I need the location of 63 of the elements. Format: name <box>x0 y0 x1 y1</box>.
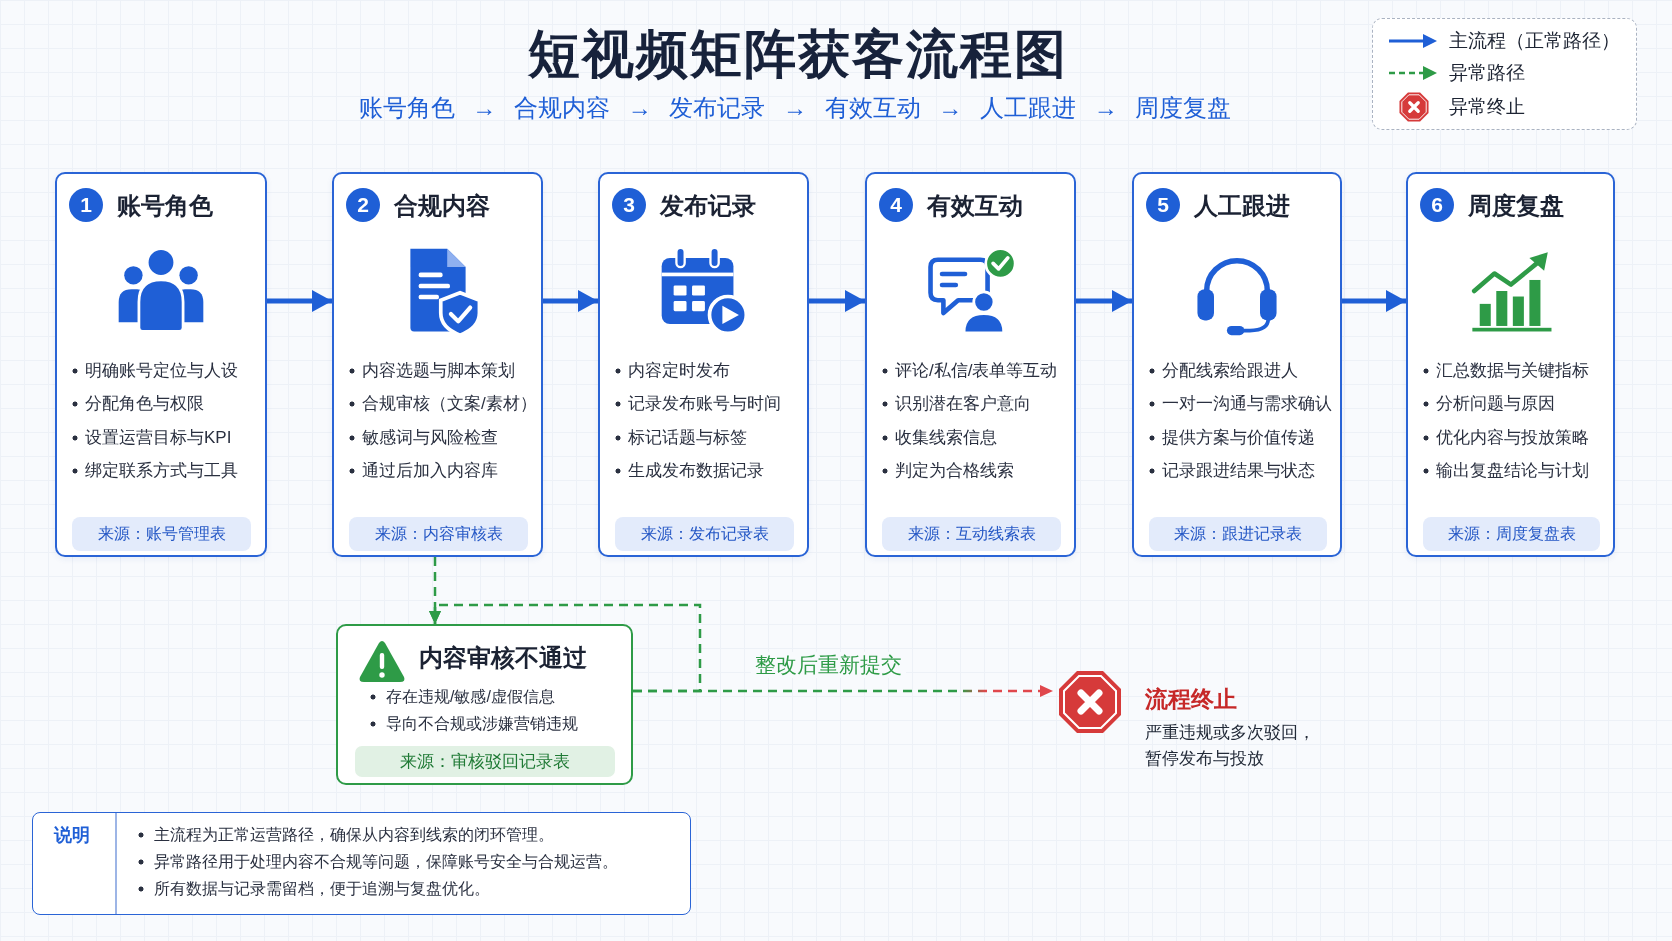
list-item: 记录跟进结果与状态 <box>1148 459 1315 482</box>
list-item: 内容选题与脚本策划 <box>348 360 515 382</box>
step-title: 人工跟进 <box>1194 191 1290 221</box>
legend-label: 主流程（正常路径） <box>1449 29 1620 53</box>
list-item: 生成发布数据记录 <box>614 459 764 482</box>
source-tag: 来源：互动线索表 <box>882 517 1061 551</box>
list-item: 输出复盘结论与计划 <box>1422 459 1589 482</box>
list-item: 汇总数据与关键指标 <box>1422 360 1589 382</box>
source-tag: 来源：审核驳回记录表 <box>355 746 615 777</box>
arrow <box>1076 290 1132 312</box>
number-badge: 6 <box>1420 188 1454 222</box>
list-item: 导向不合规或涉嫌营销违规 <box>369 713 578 735</box>
stop-title: 流程终止 <box>1145 685 1237 713</box>
step-card <box>332 172 543 557</box>
note-heading: 说明 <box>54 824 90 846</box>
alert-card <box>336 624 633 785</box>
step-card <box>55 172 267 557</box>
step-title: 发布记录 <box>660 191 756 221</box>
stop-description: 严重违规或多次驳回，暂停发布与投放 <box>1145 722 1316 770</box>
edge-label: 整改后重新提交 <box>751 652 906 678</box>
arrow <box>543 290 598 312</box>
source-tag: 来源：跟进记录表 <box>1149 517 1327 551</box>
list-item: 收集线索信息 <box>881 426 997 449</box>
step-title: 账号角色 <box>117 191 213 221</box>
legend-label: 异常终止 <box>1449 95 1525 119</box>
legend-label: 异常路径 <box>1449 61 1525 85</box>
list-item: 提供方案与价值传递 <box>1148 426 1315 449</box>
title: 短视频矩阵获客流程图 <box>528 26 1068 84</box>
step-title: 周度复盘 <box>1468 191 1564 221</box>
list-item: 标记话题与标签 <box>614 426 747 449</box>
step-title: 合规内容 <box>394 191 490 221</box>
number-badge: 2 <box>346 188 380 222</box>
source-tag: 来源：账号管理表 <box>72 517 251 551</box>
number-badge: 5 <box>1146 188 1180 222</box>
step-card <box>1132 172 1342 557</box>
list-item: 设置运营目标与KPI <box>71 426 232 449</box>
list-item: 明确账号定位与人设 <box>71 360 238 382</box>
list-item: 判定为合格线索 <box>881 459 1014 482</box>
list-item: 内容定时发布 <box>614 360 730 382</box>
list-item: 存在违规/敏感/虚假信息 <box>369 686 555 708</box>
arrow <box>267 290 332 312</box>
step-title: 有效互动 <box>927 191 1023 221</box>
alert-title: 内容审核不通过 <box>419 643 587 673</box>
arrow <box>809 290 865 312</box>
note-panel <box>32 812 691 915</box>
number-badge: 1 <box>69 188 103 222</box>
arrow <box>1342 290 1406 312</box>
step-card <box>1406 172 1615 557</box>
step-card <box>865 172 1076 557</box>
source-tag: 来源：发布记录表 <box>615 517 794 551</box>
list-item: 分配线索给跟进人 <box>1148 360 1298 382</box>
list-item: 敏感词与风险检查 <box>348 426 498 449</box>
number-badge: 3 <box>612 188 646 222</box>
source-tag: 来源：内容审核表 <box>349 517 528 551</box>
source-tag: 来源：周度复盘表 <box>1423 517 1600 551</box>
dashed-arrow <box>633 685 1053 697</box>
flow-summary: 账号角色 → 合规内容 → 发布记录 → 有效互动 → 人工跟进 → 周度复盘 <box>358 94 1232 123</box>
list-item: 绑定联系方式与工具 <box>71 459 238 482</box>
list-item: 优化内容与投放策略 <box>1422 426 1589 449</box>
list-item: 通过后加入内容库 <box>348 459 498 482</box>
number-badge: 4 <box>879 188 913 222</box>
step-card <box>598 172 809 557</box>
list-item: 评论/私信/表单等互动 <box>881 360 1058 382</box>
